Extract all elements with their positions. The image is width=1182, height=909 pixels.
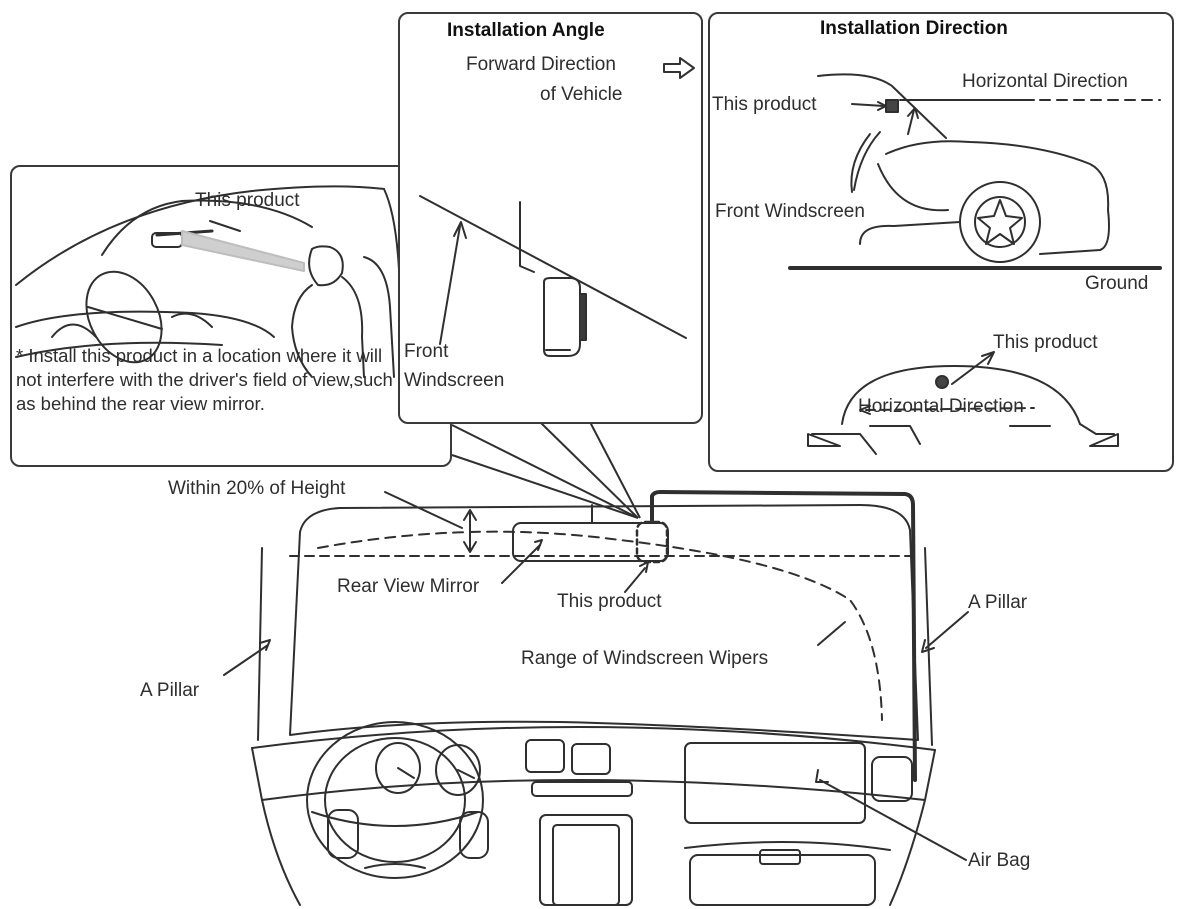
- rear-product-label: This product: [993, 332, 1098, 353]
- main-product-label: This product: [557, 591, 662, 612]
- height-limit-label: Within 20% of Height: [168, 478, 346, 499]
- power-cable: [650, 490, 917, 782]
- side-horizontal-label: Horizontal Direction: [962, 71, 1128, 92]
- airbag-label: Air Bag: [968, 850, 1031, 871]
- product-location: [635, 520, 669, 564]
- forward-arrow-icon: [663, 57, 695, 79]
- car-wheel: [959, 181, 1041, 263]
- rear-horizontal-label: Horizontal Direction: [858, 396, 1024, 417]
- steering-wheel: [306, 721, 484, 879]
- cabin-illustration: [15, 185, 402, 378]
- airbag-panel: [684, 742, 866, 824]
- windscreen-outline: [289, 504, 919, 741]
- a-pillar-left-label: A Pillar: [140, 680, 200, 701]
- installation-direction-panel: Installation Direction: [708, 12, 1174, 472]
- cabin-product-label: This product: [195, 190, 300, 211]
- a-pillar-right-label: A Pillar: [968, 592, 1028, 613]
- forward-direction-line2: of Vehicle: [540, 84, 623, 105]
- view-beam: [181, 230, 305, 272]
- angle-windscreen-line1: Front: [404, 341, 449, 362]
- note-marker: *: [16, 345, 24, 366]
- forward-direction-line1: Forward Direction: [466, 54, 616, 75]
- installation-angle-panel: Installation Angle Forward Direction of …: [398, 12, 703, 424]
- angled-windscreen-line: [419, 195, 687, 339]
- angle-windscreen-line2: Windscreen: [404, 370, 505, 391]
- side-product-label: This product: [712, 94, 817, 115]
- ground-label: Ground: [1085, 273, 1149, 294]
- installation-note: * Install this product in a location whe…: [16, 344, 396, 416]
- gauge-right: [435, 744, 481, 796]
- side-windscreen-label: Front Windscreen: [715, 201, 865, 222]
- gauge-left: [375, 742, 421, 794]
- direction-panel-title: Installation Direction: [820, 18, 1008, 39]
- cabin-view-panel: This product * Install this product in a…: [10, 165, 452, 467]
- angle-panel-title: Installation Angle: [447, 20, 605, 41]
- dashcam-body: [543, 277, 581, 357]
- note-text: Install this product in a location where…: [16, 345, 393, 414]
- horizontal-line-rear: [865, 407, 1035, 411]
- wiper-range-label: Range of Windscreen Wipers: [521, 648, 769, 669]
- direction-illustration: [788, 73, 1162, 455]
- angle-illustration: [419, 195, 687, 357]
- rear-view-mirror-label: Rear View Mirror: [337, 576, 480, 597]
- wiper-range-curve: [317, 530, 883, 721]
- dashboard-top: [251, 725, 936, 751]
